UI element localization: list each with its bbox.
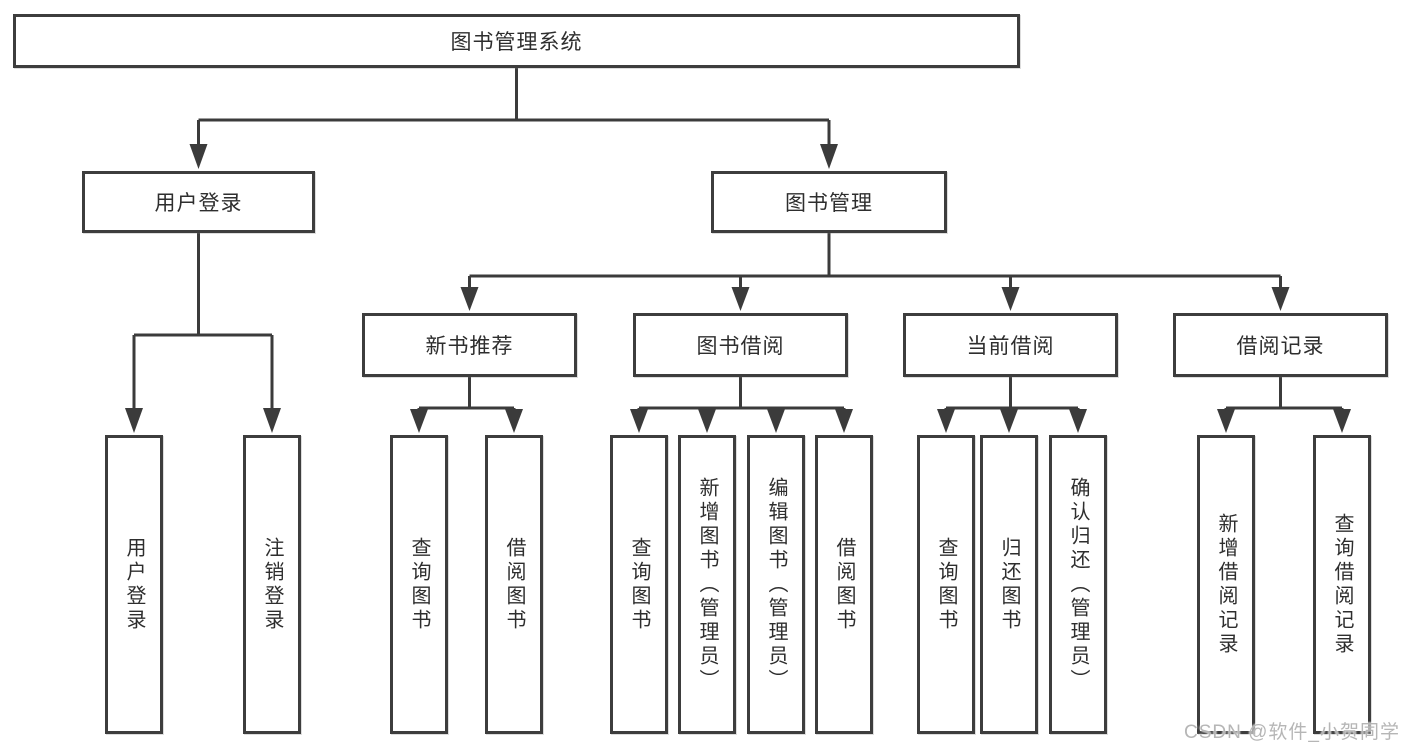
leaf-query-borrow-record: 查询借阅记录: [1313, 435, 1371, 734]
node-label: 确认归还（管理员）: [1067, 476, 1089, 693]
leaf-confirm-return-admin: 确认归还（管理员）: [1049, 435, 1107, 734]
node-label: 图书管理系统: [450, 31, 583, 54]
csdn-watermark: CSDN @软件_小贺同学: [1184, 722, 1400, 743]
node-label: 图书管理: [785, 192, 873, 215]
node-label: 归还图书: [998, 536, 1020, 633]
node-book-management: 图书管理: [711, 171, 947, 233]
leaf-return-books: 归还图书: [980, 435, 1038, 734]
node-label: 查询图书: [935, 536, 957, 633]
node-label: 新增借阅记录: [1215, 512, 1237, 657]
node-user-login: 用户登录: [82, 171, 315, 233]
node-book-borrowing: 图书借阅: [633, 313, 848, 377]
node-borrowing-records: 借阅记录: [1173, 313, 1388, 377]
leaf-edit-books-admin: 编辑图书（管理员）: [747, 435, 805, 734]
node-label: 查询图书: [628, 536, 650, 633]
node-label: 借阅图书: [503, 536, 525, 633]
node-label: 新增图书（管理员）: [696, 476, 718, 693]
leaf-query-books-2: 查询图书: [610, 435, 668, 734]
node-new-book-recommendation: 新书推荐: [362, 313, 577, 377]
node-label: 当前借阅: [966, 335, 1055, 358]
leaf-logout: 注销登录: [243, 435, 301, 734]
node-label: 用户登录: [123, 536, 145, 633]
node-label: 图书借阅: [696, 335, 785, 358]
leaf-user-login: 用户登录: [105, 435, 163, 734]
leaf-query-books-1: 查询图书: [390, 435, 448, 734]
node-label: 借阅图书: [833, 536, 855, 633]
leaf-borrow-books-2: 借阅图书: [815, 435, 873, 734]
leaf-add-borrow-record: 新增借阅记录: [1197, 435, 1255, 734]
node-label: 注销登录: [261, 536, 283, 633]
node-current-borrowing: 当前借阅: [903, 313, 1118, 377]
node-root-book-management-system: 图书管理系统: [13, 14, 1020, 68]
node-label: 新书推荐: [425, 335, 514, 358]
node-label: 查询图书: [408, 536, 430, 633]
node-label: 编辑图书（管理员）: [765, 476, 787, 693]
leaf-query-books-3: 查询图书: [917, 435, 975, 734]
leaf-add-books-admin: 新增图书（管理员）: [678, 435, 736, 734]
node-label: 借阅记录: [1236, 335, 1325, 358]
node-label: 用户登录: [154, 192, 243, 215]
node-label: 查询借阅记录: [1331, 512, 1353, 657]
leaf-borrow-books-1: 借阅图书: [485, 435, 543, 734]
